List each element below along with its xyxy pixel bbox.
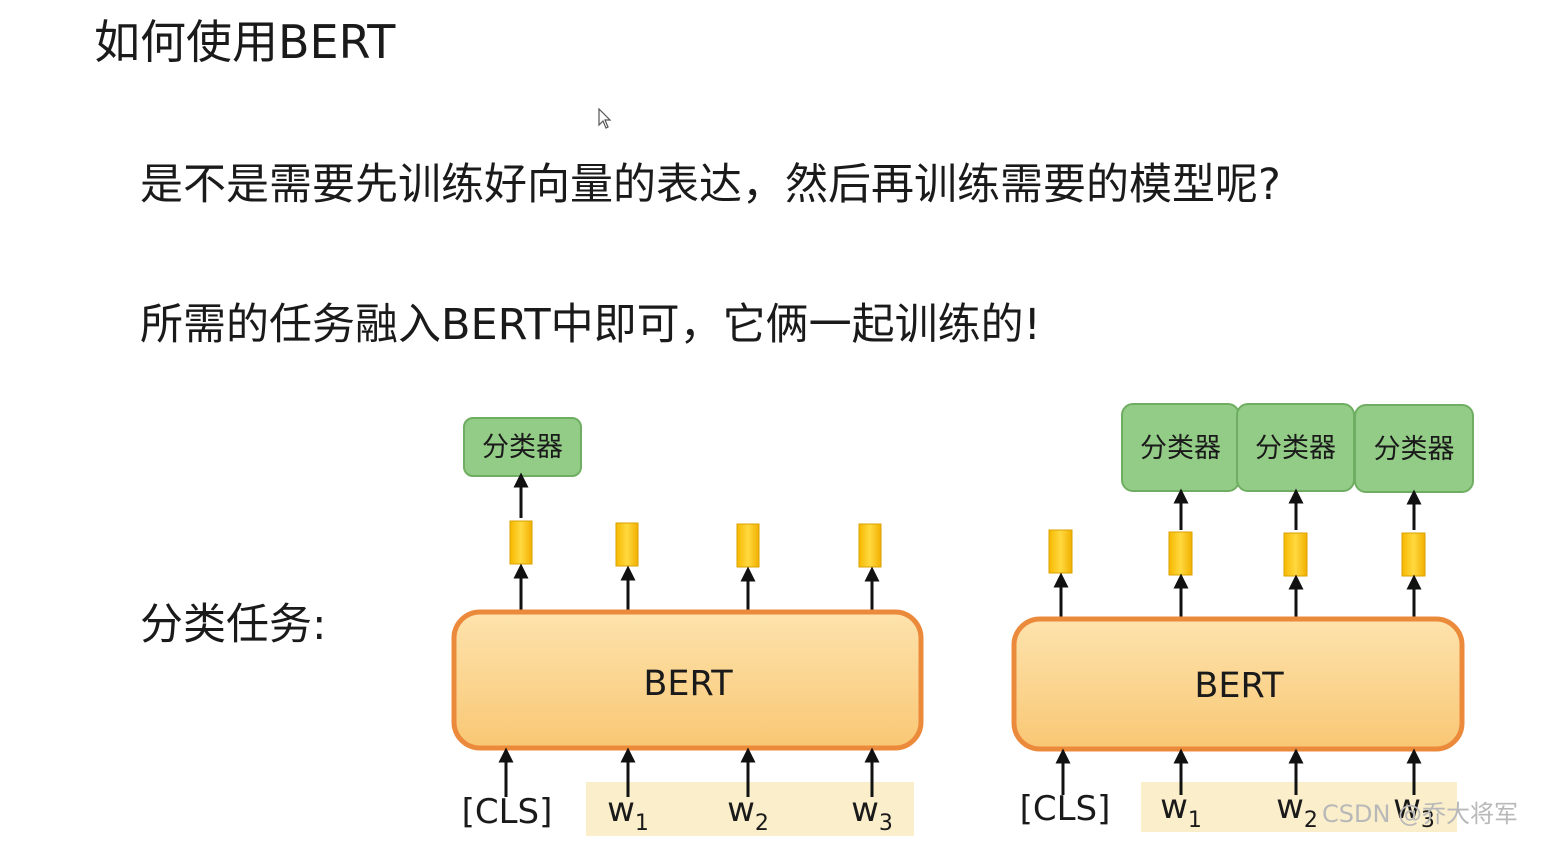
output-vector-w2: [736, 523, 760, 568]
left-encoder-out-arrows: [513, 563, 880, 610]
classifier-label: 分类器: [1140, 433, 1221, 464]
input-token-w2: w2: [727, 790, 769, 836]
question-text: 是不是需要先训练好向量的表达，然后再训练需要的模型呢?: [140, 160, 1281, 210]
right-input-arrows: [1055, 748, 1422, 795]
bert-label: BERT: [643, 664, 733, 704]
left-diagram: 分类器 BERT [CLS] w1 w2: [451, 417, 924, 836]
right-encoder-out-arrows: [1053, 572, 1422, 617]
output-vector-w1: [615, 522, 639, 567]
classification-task-label: 分类任务:: [140, 600, 327, 650]
right-classifier-1: 分类器: [1121, 403, 1240, 492]
left-output-vectors: [509, 520, 882, 568]
csdn-watermark: CSDN @乔大将军: [1322, 800, 1519, 828]
input-token-cls: [CLS]: [1020, 789, 1111, 829]
output-vector-w2: [1283, 532, 1308, 577]
left-input-arrows: [498, 747, 880, 797]
bert-box: [451, 609, 924, 751]
input-highlight-left: [586, 782, 914, 836]
right-output-vectors: [1048, 529, 1426, 577]
right-classifier-arrows: [1173, 488, 1422, 530]
output-vector-cls: [509, 520, 533, 565]
output-vector-cls: [1048, 529, 1073, 574]
classifier-label: 分类器: [1374, 434, 1455, 465]
input-token-w1: w1: [607, 790, 649, 836]
output-vector-w3: [1401, 532, 1426, 577]
bert-label: BERT: [1194, 666, 1284, 706]
input-token-w3: w3: [851, 790, 893, 836]
output-vector-w1: [1168, 531, 1193, 576]
right-classifier-2: 分类器: [1236, 403, 1355, 492]
input-token-w2: w2: [1276, 787, 1318, 833]
input-token-w1: w1: [1160, 787, 1202, 833]
right-bert-encoder: BERT: [1011, 616, 1465, 752]
left-classifier: 分类器: [463, 417, 582, 477]
input-token-cls: [CLS]: [462, 792, 553, 832]
classifier-label: 分类器: [482, 432, 563, 463]
left-bert-encoder: BERT: [451, 609, 924, 751]
input-highlight-right: [1141, 782, 1457, 832]
mouse-cursor-icon: [598, 108, 612, 129]
slide-title: 如何使用BERT: [94, 15, 396, 69]
answer-text: 所需的任务融入BERT中即可，它俩一起训练的!: [140, 300, 1041, 350]
input-token-w3: w3: [1393, 787, 1435, 833]
left-input-tokens: [CLS] w1 w2 w3: [462, 790, 893, 836]
classifier-label: 分类器: [1255, 433, 1336, 464]
output-vector-w3: [858, 523, 882, 568]
right-classifiers: 分类器 分类器 分类器: [1121, 403, 1474, 493]
right-input-tokens: [CLS] w1 w2 w3: [1020, 787, 1435, 833]
right-diagram: 分类器 分类器 分类器: [1011, 403, 1474, 833]
right-classifier-3: 分类器: [1354, 404, 1474, 493]
bert-box: [1011, 616, 1465, 752]
